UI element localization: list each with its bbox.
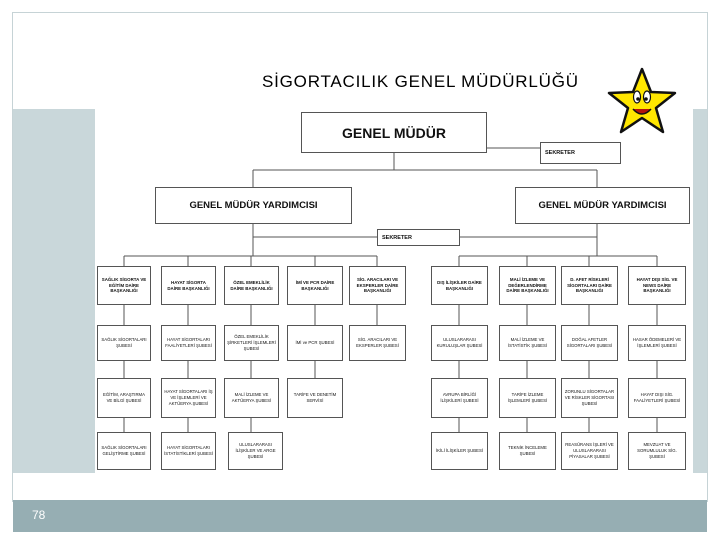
department-box: MALİ İZLEME VE DEĞERLENDİRME DAİRE BAŞKA… <box>499 266 556 305</box>
unit-box: HAYAT SİGORTALARI İSTATİSTİKLERİ ŞUBESİ <box>161 432 216 470</box>
unit-box: MALİ İZLEME VE İSTATİSTİK ŞUBESİ <box>499 325 556 361</box>
unit-box: İKİLİ İLİŞKİLER ŞUBESİ <box>431 432 488 470</box>
unit-box: REASÜRANS İŞLERİ VE ULUSLARARASI PİYASAL… <box>561 432 618 470</box>
top-secretary-box: SEKRETER <box>540 142 621 164</box>
unit-box: ULUSLARARASI İLİŞKİLER VE ARGE ŞUBESİ <box>228 432 283 470</box>
deputy-director-left-box: GENEL MÜDÜR YARDIMCISI <box>155 187 352 224</box>
unit-box: ULUSLARARASI KURULUŞLAR ŞUBESİ <box>431 325 488 361</box>
deputy-director-right-box: GENEL MÜDÜR YARDIMCISI <box>515 187 690 224</box>
unit-box: MEVZUAT VE SORUMLULUK SİG. ŞUBESİ <box>628 432 686 470</box>
department-box: SİG. ARACILARI VE EKSPERLER DAİRE BAŞKAN… <box>349 266 406 305</box>
unit-box: TARİFE İZLEME İŞLEMLERİ ŞUBESİ <box>499 378 556 418</box>
unit-box: DOĞAL AFETLER SİGORTALARI ŞUBESİ <box>561 325 618 361</box>
department-box: İMİ VE PCR DAİRE BAŞKANLIĞI <box>287 266 343 305</box>
deputy-secretary-box: SEKRETER <box>377 229 460 246</box>
unit-box: SAĞLIK SİGORTALARI ŞUBESİ <box>97 325 151 361</box>
chart-title: SİGORTACILIK GENEL MÜDÜRLÜĞÜ <box>262 72 579 91</box>
department-box: HAYAT SİGORTA DAİRE BAŞKANLIĞI <box>161 266 216 305</box>
department-box: SAĞLIK SİGORTA VE EĞİTİM DAİRE BAŞKANLIĞ… <box>97 266 151 305</box>
unit-box: HASAR ÖDEMELERİ VE İŞLEMLERİ ŞUBESİ <box>628 325 686 361</box>
unit-box: HAYAT DIŞI SİG. FAALİYETLERİ ŞUBESİ <box>628 378 686 418</box>
unit-box: TEKNİK İNCELEME ŞUBESİ <box>499 432 556 470</box>
department-box: D. AFET RİSKLERİ SİGORTALARI DAİRE BAŞKA… <box>561 266 618 305</box>
unit-box: AVRUPA BİRLİĞİ İLİŞKİLERİ ŞUBESİ <box>431 378 488 418</box>
unit-box: SAĞLIK SİGORTALARI GELİŞTİRME ŞUBESİ <box>97 432 151 470</box>
unit-box: TARİFE VE DENETİM SERVİSİ <box>287 378 343 418</box>
unit-box: HAYAT SİGORTALARI FAALİYETLERİ ŞUBESİ <box>161 325 216 361</box>
unit-box: MALİ İZLEME VE AKTÜERYA ŞUBESİ <box>224 378 279 418</box>
unit-box: İMİ ve PCR ŞUBESİ <box>287 325 343 361</box>
page-number: 78 <box>32 508 46 522</box>
footer-bar <box>13 500 707 532</box>
unit-box: ZORUNLU SİGORTALAR VE RİSKLER SİGORTASI … <box>561 378 618 418</box>
department-box: ÖZEL EMEKLİLİK DAİRE BAŞKANLIĞI <box>224 266 279 305</box>
unit-box: EĞİTİM, ARAŞTIRMA VE BİLGİ ŞUBESİ <box>97 378 151 418</box>
star-mascot-icon <box>606 66 678 138</box>
department-box: DIŞ İLİŞKİLER DAİRE BAŞKANLIĞI <box>431 266 488 305</box>
unit-box: HAYAT SİGORTALARI İŞ VE İŞLEMLERİ VE AKT… <box>161 378 216 418</box>
department-box: HAYAT DIŞI SİG. VE NEWS DAİRE BAŞKANLIĞI <box>628 266 686 305</box>
unit-box: ÖZEL EMEKLİLİK ŞİRKETLERİ İŞLEMLERİ ŞUBE… <box>224 325 279 361</box>
general-director-box: GENEL MÜDÜR <box>301 112 487 153</box>
unit-box: SİG. ARACILARI VE EKSPERLER ŞUBESİ <box>349 325 406 361</box>
